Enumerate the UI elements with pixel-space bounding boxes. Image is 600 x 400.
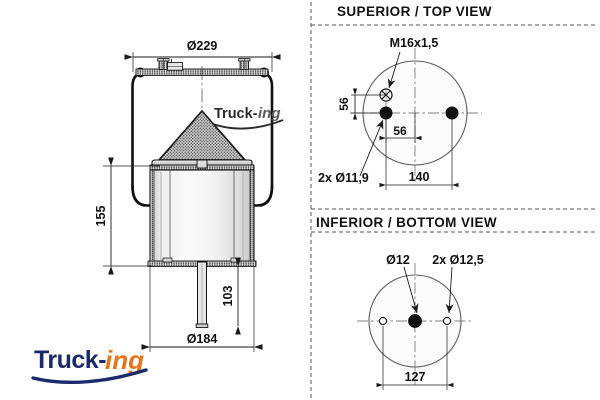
watermark-logo: Truck- ing [212, 105, 284, 130]
dim-label-155: 155 [94, 206, 108, 227]
dim-label-103: 103 [221, 286, 235, 307]
bottom-view-holes-leader: 2x Ø12,5 [432, 253, 484, 314]
bottom-view-drawing: Ø12 2x Ø12,5 127 [357, 253, 484, 390]
top-view-holes-label: 2x Ø11,9 [318, 171, 369, 185]
top-view-holes-leader: 2x Ø11,9 [318, 119, 384, 185]
piston-body [149, 169, 255, 263]
top-view-thread-leader: M16x1,5 [387, 36, 439, 89]
bottom-view-hole-right [442, 316, 452, 326]
piston-boss-left [162, 257, 173, 263]
bellows-fold-left [131, 184, 157, 207]
top-view-header: SUPERIOR / TOP VIEW [337, 4, 492, 19]
dim-diameter-184: Ø184 [141, 266, 263, 352]
panel-dividers [310, 2, 596, 398]
bottom-view-dim-127: 127 [376, 326, 454, 390]
top-view-thread-label: M16x1,5 [390, 36, 439, 50]
top-view-stud-right [445, 106, 459, 120]
bottom-view-hole-left [378, 316, 388, 326]
bellows-fold-right [248, 184, 274, 207]
piston-profile-lines [169, 170, 235, 262]
dim-height-103: 103 [221, 257, 241, 335]
logo-swoosh [31, 368, 148, 384]
dim-label-184: Ø184 [187, 332, 218, 346]
bottom-view-dim-label-127: 127 [405, 370, 426, 384]
centre-bolt-end [195, 323, 209, 329]
piston-boss-right [230, 257, 241, 263]
bottom-view-centre-leader: Ø12 [386, 253, 419, 314]
top-view-dim-label-140: 140 [409, 170, 430, 184]
dim-diameter-229: Ø229 [124, 39, 281, 72]
main-elevation-view: Ø229 [94, 39, 284, 352]
piston-centre-boss [196, 159, 208, 169]
piston-edge-right [249, 169, 255, 263]
watermark-text-secondary: ing [258, 105, 281, 122]
dim-label-229: Ø229 [187, 39, 218, 53]
air-port-fitting [167, 58, 184, 71]
stud-right [238, 58, 251, 70]
bottom-view-header: INFERIOR / BOTTOM VIEW [316, 215, 497, 230]
bottom-view-holes-label: 2x Ø12,5 [432, 253, 483, 267]
logo-text-primary: Truck- [34, 346, 106, 374]
top-view-drawing: M16x1,5 2x Ø11,9 56 56 140 [318, 36, 482, 190]
top-view-dim-56-vertical: 56 [337, 88, 386, 120]
top-view-dim-label-56-h: 56 [393, 124, 407, 138]
dim-height-155: 155 [94, 157, 160, 275]
watermark-text-primary: Truck- [214, 106, 258, 122]
bottom-view-centre-label: Ø12 [386, 253, 410, 267]
bottom-view-centre-hole [408, 314, 422, 328]
watermark-swoosh [212, 119, 284, 130]
logo-text-secondary: ing [105, 345, 144, 375]
piston-shadow-lines [160, 172, 244, 260]
piston-edge-left [149, 169, 155, 263]
top-view-dim-label-56-v: 56 [337, 97, 351, 111]
brand-logo: Truck- ing [31, 345, 148, 384]
top-view-dim-140: 140 [379, 119, 459, 190]
